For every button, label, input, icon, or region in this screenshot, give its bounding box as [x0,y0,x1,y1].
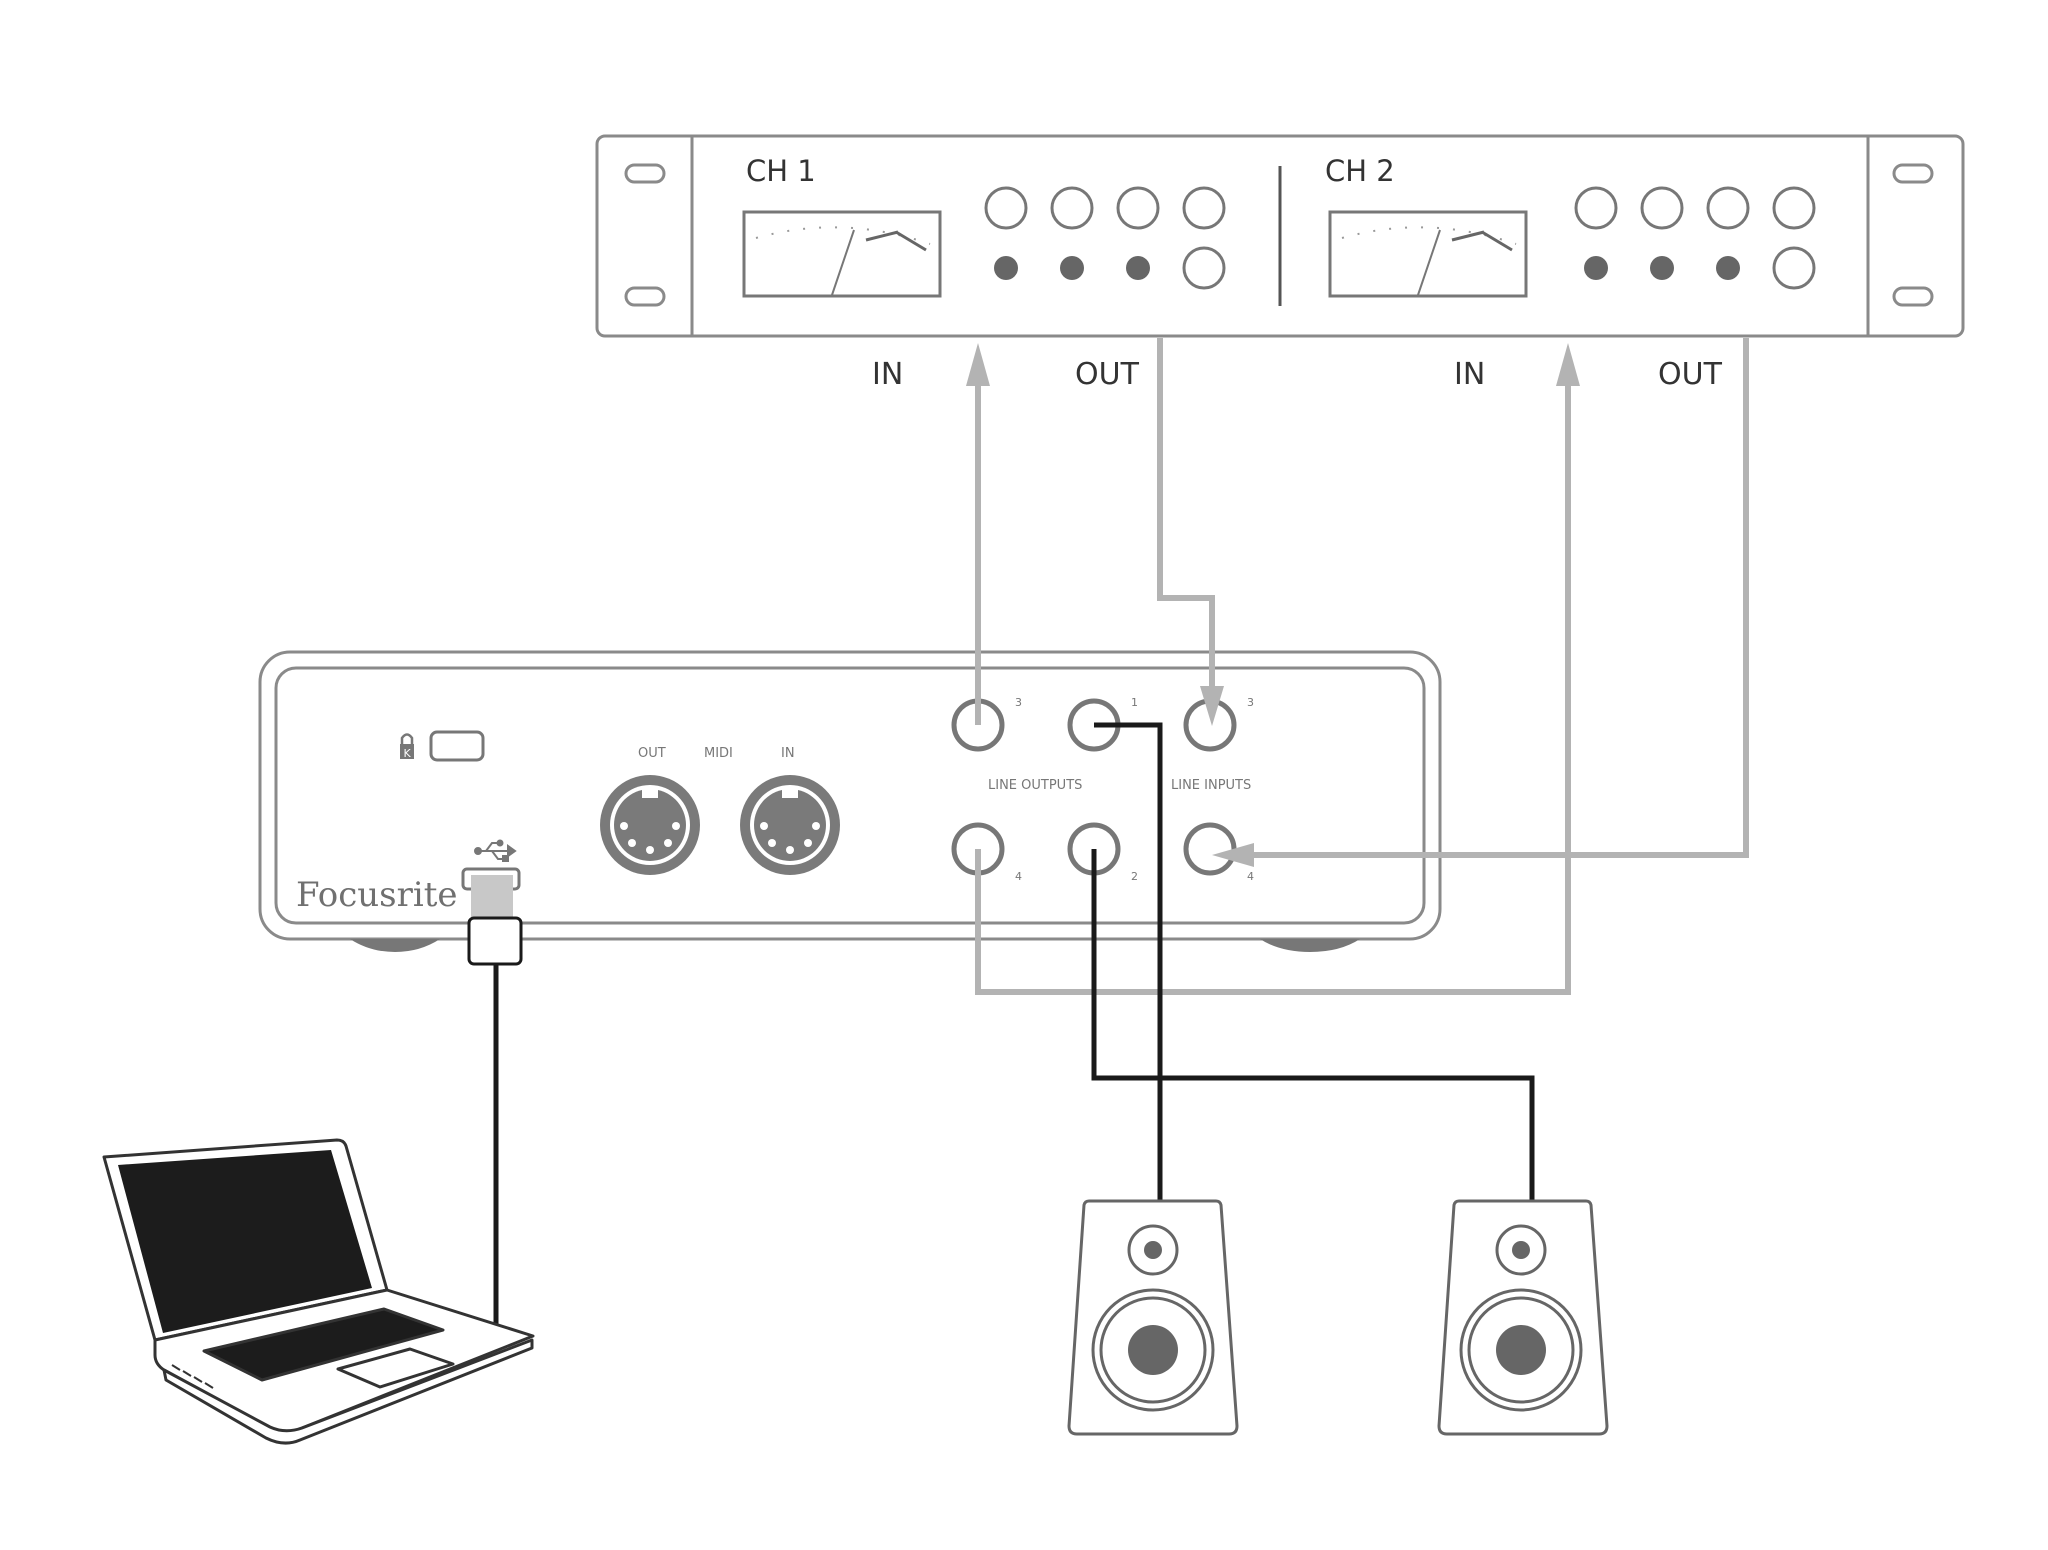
line-outputs-label: LINE OUTPUTS [988,778,1082,793]
vu-meter-icon [1328,210,1528,298]
cable-out4-to-ch2-in [975,375,1571,995]
arrow-head [966,343,990,386]
brand-logo: Focusrite [296,875,458,915]
laptop-screen [118,1150,372,1333]
knob [1182,246,1226,290]
cable-out1-to-left-speaker [1094,722,1163,1205]
rubber-foot [350,939,440,952]
jack-number: 4 [1247,870,1254,883]
knob [984,186,1028,230]
midi-in-port [740,775,840,875]
speaker-left [1067,1199,1239,1436]
ch1-in-label: IN [872,357,903,392]
knob [1182,186,1226,230]
led-indicator [1650,256,1674,280]
midi-in-label: IN [781,746,795,761]
cable-out2-to-right-speaker [1091,849,1535,1205]
ch2-out-label: OUT [1658,357,1723,392]
security-slot [429,730,485,762]
jack-number: 3 [1015,696,1022,709]
channel-1-label: CH 1 [746,154,816,188]
cable-ch2-out-to-in4 [1250,338,1749,858]
arrow-head [1200,686,1224,726]
jack-number: 1 [1131,696,1138,709]
line-input-4-jack [1183,822,1237,876]
laptop-keyboard [202,1307,445,1382]
midi-out-label: OUT [638,746,666,761]
usb-icon [474,839,517,862]
line-inputs-label: LINE INPUTS [1171,778,1251,793]
midi-out-port [600,775,700,875]
knob [1640,186,1684,230]
arrow-head [1212,843,1254,867]
laptop-trackpad [336,1347,455,1389]
jack-number: 2 [1131,870,1138,883]
led-indicator [1126,256,1150,280]
kensington-lock-icon: K [400,733,414,760]
rack-ear-slot [1892,163,1934,184]
ch1-out-label: OUT [1075,357,1140,392]
led-indicator [1584,256,1608,280]
audio-interface [258,650,1442,952]
jack-number: 4 [1015,870,1022,883]
knob [1574,186,1618,230]
midi-label: MIDI [704,746,733,761]
knob [1050,186,1094,230]
ch2-in-label: IN [1454,357,1485,392]
jack-number: 3 [1247,696,1254,709]
knob [1116,186,1160,230]
knob [1706,186,1750,230]
vu-meter-icon [742,210,942,298]
knob [1772,186,1816,230]
rack-ear-slot [624,286,666,307]
led-indicator [1716,256,1740,280]
led-indicator [994,256,1018,280]
rubber-foot [1260,939,1360,952]
channel-2-label: CH 2 [1325,154,1395,188]
lock-glyph: K [404,747,412,760]
rack-unit [595,134,1965,338]
led-indicator [1060,256,1084,280]
rack-ear-slot [624,163,666,184]
channel-2-controls [1574,186,1816,290]
usb-cable [485,955,499,1331]
arrow-head [1556,343,1580,386]
laptop [102,1138,535,1445]
usb-plug [467,875,523,966]
channel-1-controls [984,186,1226,290]
knob [1772,246,1816,290]
cable-ch1-out-to-in3 [1157,338,1215,690]
rack-ear-slot [1892,286,1934,307]
speaker-right [1437,1199,1609,1436]
